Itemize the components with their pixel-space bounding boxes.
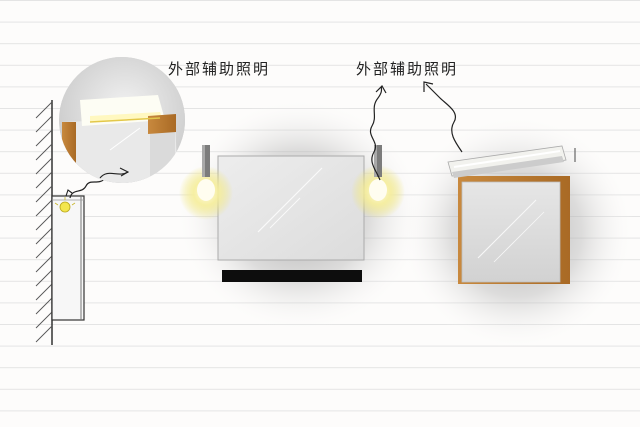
small-bulb-icon [54, 197, 76, 213]
shelf-bar [222, 270, 362, 282]
top-light-bar [447, 145, 576, 178]
wall-hatching [35, 101, 53, 343]
right-sconce [351, 85, 405, 219]
cabinet-side-profile [51, 195, 85, 321]
annotation-label-right: 外部辅助照明 [356, 60, 459, 78]
mirror-cabinet-with-top-light [399, 81, 635, 350]
cabinet-mirror-door [461, 181, 561, 283]
annotation-label-left: 外部辅助照明 [168, 60, 271, 78]
squiggle-pointer [69, 177, 107, 199]
wall-side-view [35, 100, 107, 345]
left-sconce [179, 145, 233, 220]
wall-mirror [217, 155, 365, 261]
squiggle-pointer-right [425, 83, 463, 153]
squiggle-pointer-middle [370, 85, 383, 181]
mirror-with-side-lamps [175, 85, 425, 333]
